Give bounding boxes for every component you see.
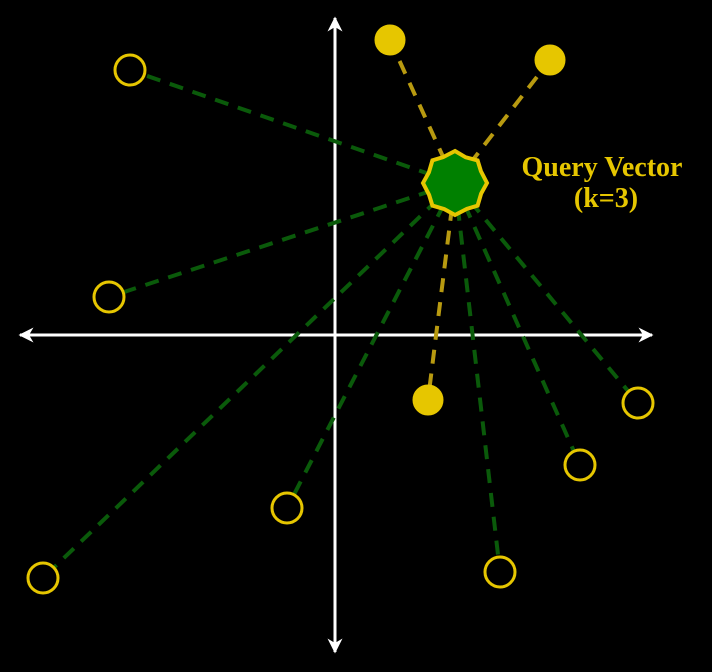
query-vector-star-icon [420, 148, 490, 218]
link-to-neighbor-3 [426, 182, 457, 401]
link-to-point-6 [453, 182, 582, 466]
non-neighbor-points [26, 53, 655, 595]
link-to-point-2 [108, 181, 456, 299]
nearest-neighbor-point [412, 384, 444, 416]
link-to-point-4 [285, 182, 457, 509]
k-value-label: (k=3) [574, 183, 638, 214]
link-to-point-7 [453, 181, 640, 405]
query-vector-label: Query Vector [522, 152, 683, 183]
data-point [113, 53, 147, 87]
data-point [483, 555, 517, 589]
neighbor-points [374, 24, 566, 416]
axes [18, 16, 654, 654]
non-neighbor-links [41, 68, 640, 580]
data-point [92, 280, 126, 314]
link-to-point-1 [129, 68, 456, 185]
data-point [563, 448, 597, 482]
data-point [270, 491, 304, 525]
link-to-point-3 [41, 181, 457, 580]
data-point [26, 561, 60, 595]
nearest-neighbor-point [374, 24, 406, 56]
link-to-point-5 [453, 182, 502, 573]
nearest-neighbor-point [534, 44, 566, 76]
data-point [621, 386, 655, 420]
